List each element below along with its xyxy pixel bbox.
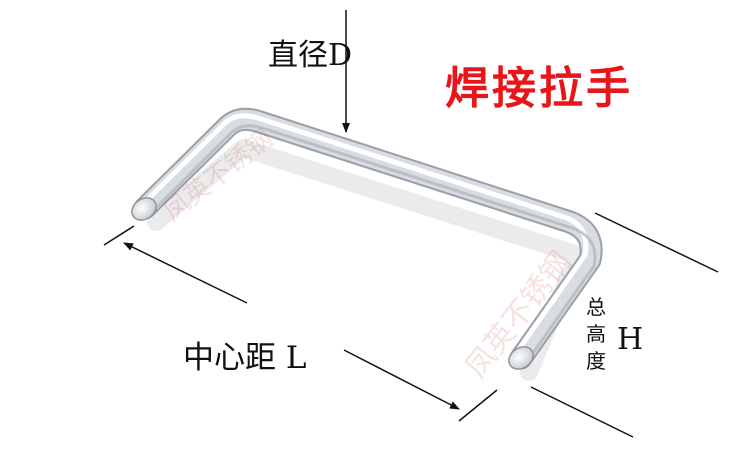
rod-end-left: [131, 197, 157, 221]
handle-rod: [133, 107, 603, 370]
height-line-top: [594, 212, 719, 273]
center-distance-label: 中心距 L: [183, 340, 307, 376]
height-char-2: 高: [586, 322, 606, 346]
length-arrow-right: [343, 349, 460, 410]
length-arrow-left: [123, 242, 248, 304]
diameter-label: 直径D: [268, 38, 353, 73]
product-title: 焊接拉手: [445, 63, 633, 114]
height-line-bottom: [530, 386, 634, 438]
height-char-3: 度: [586, 349, 606, 373]
height-char-1: 总: [586, 295, 606, 319]
rod-end-right: [508, 346, 534, 370]
extension-line-right: [458, 389, 498, 422]
extension-line-left: [103, 225, 135, 246]
total-height-label: 总 高 度: [583, 294, 609, 375]
height-letter-label: H: [617, 322, 644, 357]
